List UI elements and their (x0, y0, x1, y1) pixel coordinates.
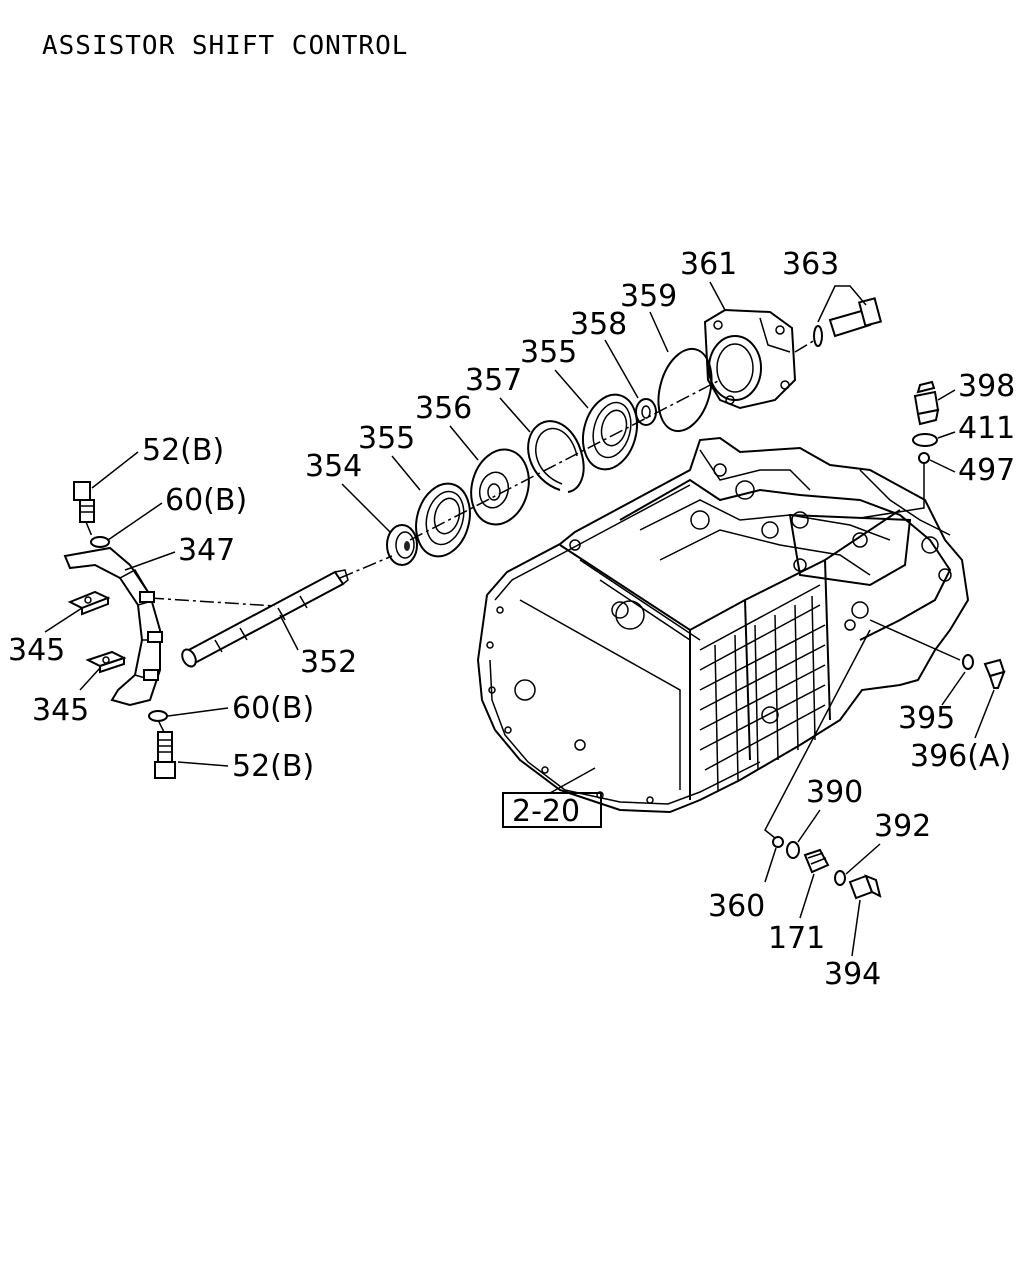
leader-411 (937, 431, 956, 439)
part-358-nut[interactable] (635, 398, 657, 426)
part-347-shift-fork[interactable] (63, 546, 163, 707)
transmission-case (476, 436, 970, 814)
leader-497 (929, 459, 956, 473)
part-60b-washer-top[interactable] (90, 536, 110, 548)
part-363-bolt[interactable] (813, 297, 883, 347)
leader-352 (279, 614, 299, 651)
part-395-o-ring[interactable] (962, 654, 974, 670)
label-60b-top: 60(B) (165, 483, 247, 518)
label-345-lower: 345 (32, 693, 89, 728)
leader-359 (649, 311, 669, 353)
label-359: 359 (620, 279, 677, 314)
axis-52b-top (85, 521, 97, 547)
leader-360 (764, 847, 777, 883)
leader-60b-top (107, 502, 163, 541)
part-355-seal-lower[interactable] (408, 478, 477, 563)
label-360: 360 (708, 889, 765, 924)
part-360-ball[interactable] (772, 836, 784, 848)
leader-60b-bottom (167, 707, 229, 717)
diagram-title: ASSISTOR SHIFT CONTROL (42, 31, 408, 61)
leader-171 (799, 873, 815, 919)
part-352-shaft[interactable] (179, 569, 349, 669)
label-390: 390 (806, 775, 863, 810)
label-363: 363 (782, 247, 839, 282)
leader-345-upper (44, 607, 83, 633)
leader-360-case (764, 629, 871, 839)
part-398-breather[interactable] (913, 380, 940, 426)
part-394-switch[interactable] (848, 874, 882, 900)
reference-box-label: 2-20 (512, 794, 580, 829)
reference-box[interactable]: 2-20 (502, 792, 602, 829)
leader-390 (797, 809, 821, 843)
leader-355-lower (391, 455, 421, 491)
leader-394 (851, 899, 861, 957)
leader-357 (499, 397, 531, 433)
label-356: 356 (415, 391, 472, 426)
label-392: 392 (874, 809, 931, 844)
label-347: 347 (178, 533, 235, 568)
assembly-axis (339, 379, 721, 579)
label-345-upper: 345 (8, 633, 65, 668)
label-355-lower: 355 (358, 421, 415, 456)
label-497: 497 (958, 453, 1015, 488)
part-345-shoe-upper[interactable] (67, 590, 111, 616)
leader-2-20 (549, 767, 596, 794)
part-52b-bolt-top[interactable] (73, 481, 95, 523)
label-354: 354 (305, 449, 362, 484)
leader-52b-top (91, 451, 139, 489)
label-358: 358 (570, 307, 627, 342)
leader-52b-bottom (177, 761, 229, 767)
label-398: 398 (958, 369, 1015, 404)
part-355-seal-upper[interactable] (575, 389, 645, 476)
label-355-upper: 355 (520, 335, 577, 370)
part-392-o-ring[interactable] (834, 870, 846, 886)
leader-398 (937, 389, 956, 401)
part-359-o-ring[interactable] (650, 343, 720, 437)
leader-361 (709, 281, 726, 311)
part-52b-bolt-bottom[interactable] (154, 731, 176, 779)
label-357: 357 (465, 363, 522, 398)
label-411: 411 (958, 411, 1015, 446)
leader-354 (341, 483, 391, 533)
part-390-o-ring[interactable] (786, 841, 800, 859)
part-357-snap-ring[interactable] (527, 420, 585, 493)
part-171-switch[interactable] (803, 848, 830, 874)
label-60b-bottom: 60(B) (232, 691, 314, 726)
label-394: 394 (824, 957, 881, 992)
part-60b-washer-bottom[interactable] (148, 710, 168, 722)
label-396a: 396(A) (910, 739, 1011, 774)
leader-392 (845, 843, 881, 875)
part-356-piston[interactable] (463, 443, 537, 531)
leader-497-case (859, 464, 925, 519)
leader-396a (974, 689, 995, 739)
leader-345-lower (79, 667, 101, 691)
label-52b-bottom: 52(B) (232, 749, 314, 784)
part-396a-plug[interactable] (983, 658, 1006, 689)
leader-363 (817, 285, 867, 323)
part-354-bushing[interactable] (386, 524, 418, 566)
leader-358 (604, 339, 639, 399)
label-52b-top: 52(B) (142, 433, 224, 468)
axis-363 (794, 339, 816, 353)
label-352: 352 (300, 645, 357, 680)
axis-347-352 (149, 597, 276, 607)
leader-355-upper (554, 369, 589, 409)
label-171: 171 (768, 921, 825, 956)
part-345-shoe-lower[interactable] (85, 650, 127, 674)
label-395: 395 (898, 701, 955, 736)
part-361-cylinder[interactable] (703, 308, 797, 410)
axis-52b-bottom (157, 719, 165, 733)
leader-356 (449, 425, 479, 461)
label-361: 361 (680, 247, 737, 282)
part-411-o-ring[interactable] (912, 433, 938, 447)
leader-395-case (869, 619, 961, 661)
leader-347 (124, 551, 176, 571)
leader-395 (941, 671, 966, 706)
part-497-washer[interactable] (918, 452, 930, 464)
